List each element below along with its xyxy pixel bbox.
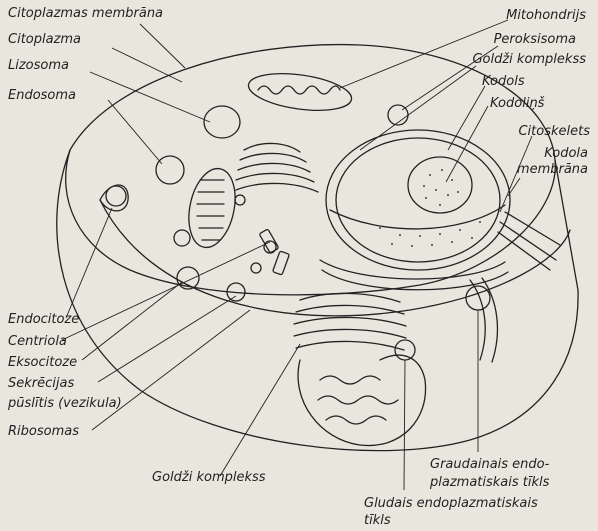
label-citoplazma: Citoplazma (8, 32, 81, 47)
endosome (156, 156, 184, 184)
label-kodola-membrana-2: membrāna (517, 162, 588, 177)
label-graudainais-1: Graudainais endo- (430, 457, 549, 472)
label-ribosomas: Ribosomas (8, 424, 79, 439)
cytoplasm-edge (100, 200, 570, 316)
golgi-bottom (294, 293, 406, 350)
label-gludais-1: Gludais endoplazmatiskais (364, 496, 538, 511)
smooth-er (298, 355, 425, 445)
label-kodols: Kodols (482, 74, 525, 89)
label-endocitoze: Endocitoze (8, 312, 79, 327)
label-centriola: Centriola (8, 334, 67, 349)
label-sekrecijas-2: pūslītis (vezikula) (8, 396, 122, 411)
golgi-top (236, 143, 318, 192)
label-gludais-2: tīkls (364, 513, 391, 528)
label-citoplazmas-membrana: Citoplazmas membrāna (8, 6, 163, 21)
cytoskeleton (498, 212, 560, 270)
mitochondrion-left (182, 164, 242, 251)
label-kodola-membrana-1: Kodola (544, 146, 588, 161)
label-mitohondrijs: Mitohondrijs (506, 8, 586, 23)
label-kodolins: Kodoliņš (490, 96, 544, 111)
mitochondrion-top (246, 68, 354, 116)
label-graudainais-2: plazmatiskais tīkls (430, 475, 549, 490)
label-eksocitoze: Eksocitoze (8, 355, 77, 370)
label-citoskelets: Citoskelets (518, 124, 590, 139)
label-endosoma: Endosoma (8, 88, 76, 103)
label-sekrecijas-1: Sekrēcijas (8, 376, 74, 391)
label-goldzi-komplekss-bottom: Goldži komplekss (152, 470, 266, 485)
label-goldzi-komplekss-top: Goldži komplekss (472, 52, 586, 67)
label-lizosoma: Lizosoma (8, 58, 69, 73)
label-peroksisoma: Peroksisoma (494, 32, 576, 47)
nucleus (326, 130, 510, 270)
